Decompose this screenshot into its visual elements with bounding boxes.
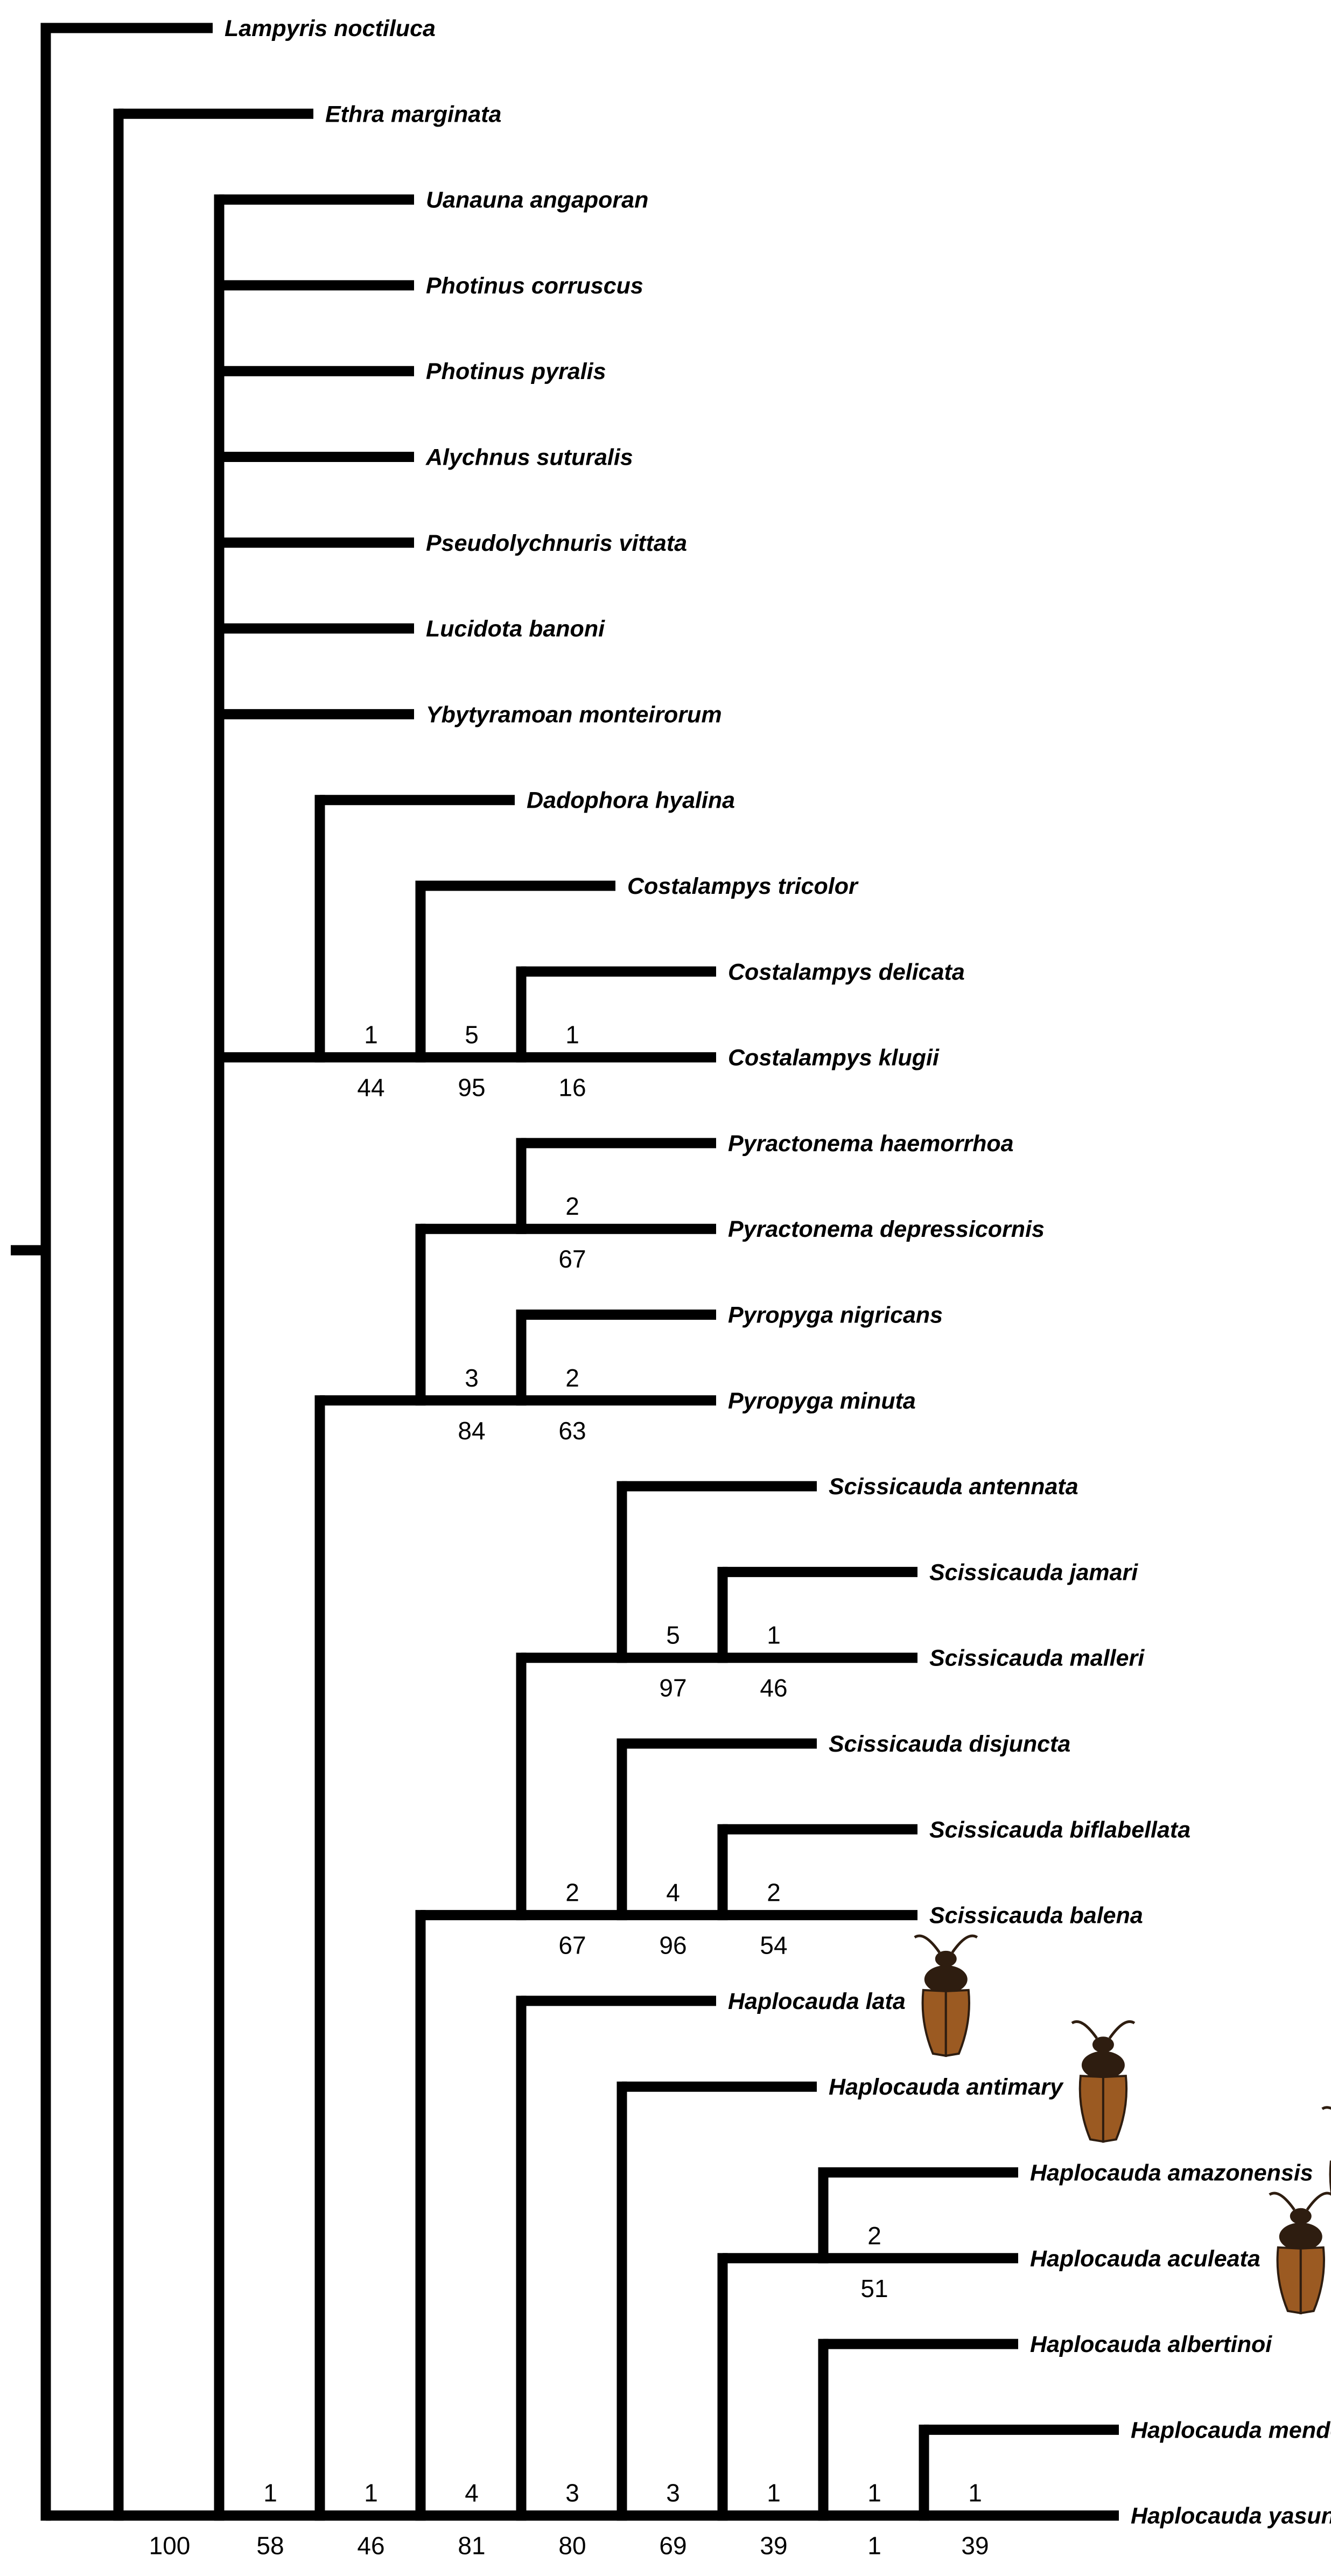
taxon-label: Scissicauda biflabellata — [929, 1817, 1190, 1843]
beetle-lata-image — [915, 1936, 977, 2056]
taxon-label: Lampyris noctiluca — [225, 16, 436, 41]
bremer-support: 3 — [666, 2479, 680, 2507]
bremer-support: 4 — [666, 1879, 680, 1907]
taxon-label: Haplocauda antimary — [829, 2074, 1064, 2100]
taxon-label: Costalampys tricolor — [627, 873, 859, 899]
taxon-label: Scissicauda antennata — [829, 1474, 1078, 1500]
bootstrap-support: 84 — [458, 1417, 485, 1445]
taxon-label: Haplocauda albertinoi — [1030, 2332, 1272, 2357]
bremer-support: 1 — [867, 2479, 881, 2507]
bremer-support: 2 — [565, 1192, 579, 1220]
bremer-support: 3 — [565, 2479, 579, 2507]
bremer-support: 2 — [867, 2222, 881, 2250]
taxon-label: Pyropyga minuta — [728, 1388, 916, 1414]
taxon-label: Ybytyramoan monteirorum — [426, 702, 722, 727]
bootstrap-support: 97 — [659, 1674, 686, 1702]
bremer-support: 1 — [364, 2479, 378, 2507]
taxon-label: Pyropyga nigricans — [728, 1303, 943, 1328]
bremer-support: 1 — [968, 2479, 982, 2507]
taxon-label: Lucidota banoni — [426, 616, 605, 642]
bootstrap-support: 16 — [558, 1074, 586, 1102]
bremer-support: 5 — [666, 1621, 680, 1649]
taxon-label: Costalampys delicata — [728, 959, 965, 985]
taxon-label: Ethra marginata — [325, 101, 501, 127]
taxon-label: Dadophora hyalina — [527, 788, 735, 814]
bremer-support: 3 — [465, 1364, 479, 1392]
bootstrap-support: 69 — [659, 2532, 686, 2560]
taxon-label: Uanauna angaporan — [426, 187, 648, 213]
taxon-label: Haplocauda yasuni — [1131, 2503, 1331, 2529]
bootstrap-support: 58 — [256, 2532, 284, 2560]
taxon-label: Photinus pyralis — [426, 359, 606, 384]
taxon-label: Haplocauda mendesi — [1131, 2417, 1331, 2443]
bootstrap-support: 96 — [659, 1931, 686, 1959]
bootstrap-support: 63 — [558, 1417, 586, 1445]
bootstrap-support: 39 — [961, 2532, 989, 2560]
bootstrap-support: 80 — [558, 2532, 586, 2560]
beetle-aculeata-image — [1270, 2193, 1331, 2313]
bremer-support: 2 — [565, 1364, 579, 1392]
bremer-support: 4 — [465, 2479, 479, 2507]
bremer-support: 1 — [767, 2479, 781, 2507]
bremer-support: 5 — [465, 1021, 479, 1049]
bootstrap-support: 51 — [860, 2274, 888, 2302]
taxon-label: Scissicauda disjuncta — [829, 1731, 1070, 1757]
bootstrap-support: 54 — [760, 1931, 787, 1959]
taxon-label: Haplocauda aculeata — [1030, 2246, 1260, 2272]
bootstrap-support: 67 — [558, 1245, 586, 1273]
beetle-antimary-image — [1072, 2021, 1134, 2141]
taxon-label: Alychnus suturalis — [425, 445, 633, 471]
taxon-label: Pseudolychnuris vittata — [426, 530, 687, 556]
taxon-label: Photinus corruscus — [426, 273, 643, 299]
bootstrap-support: 46 — [760, 1674, 787, 1702]
bootstrap-support: 100 — [149, 2532, 191, 2560]
bootstrap-support: 39 — [760, 2532, 787, 2560]
beetle-amazonensis-image — [1322, 2108, 1331, 2228]
bootstrap-support: 44 — [357, 1074, 384, 1102]
tree-branches — [11, 23, 1119, 2521]
taxon-label: Scissicauda malleri — [929, 1646, 1145, 1671]
taxon-label: Scissicauda balena — [929, 1903, 1143, 1929]
bootstrap-support: 81 — [458, 2532, 485, 2560]
bootstrap-support: 95 — [458, 1074, 485, 1102]
bootstrap-support: 46 — [357, 2532, 384, 2560]
bremer-support: 2 — [767, 1879, 781, 1907]
bremer-support: 1 — [767, 1621, 781, 1649]
taxon-label: Scissicauda jamari — [929, 1559, 1138, 1585]
taxon-label: Pyractonema depressicornis — [728, 1216, 1045, 1242]
bremer-support: 1 — [565, 1021, 579, 1049]
taxon-label: Haplocauda lata — [728, 1989, 906, 2014]
taxon-label: Haplocauda amazonensis — [1030, 2160, 1313, 2186]
bremer-support: 2 — [565, 1879, 579, 1907]
taxon-label: Costalampys klugii — [728, 1045, 940, 1071]
support-values: 1 16 5 95 1 44 2 67 2 63 3 84 1 46 5 97 2 54 4 96 2 67 2 51 1 39 1… — [149, 1021, 989, 2560]
bremer-support: 1 — [364, 1021, 378, 1049]
taxon-label: Pyractonema haemorrhoa — [728, 1131, 1014, 1157]
bootstrap-support: 1 — [867, 2532, 881, 2560]
bootstrap-support: 67 — [558, 1931, 586, 1959]
bremer-support: 1 — [263, 2479, 277, 2507]
